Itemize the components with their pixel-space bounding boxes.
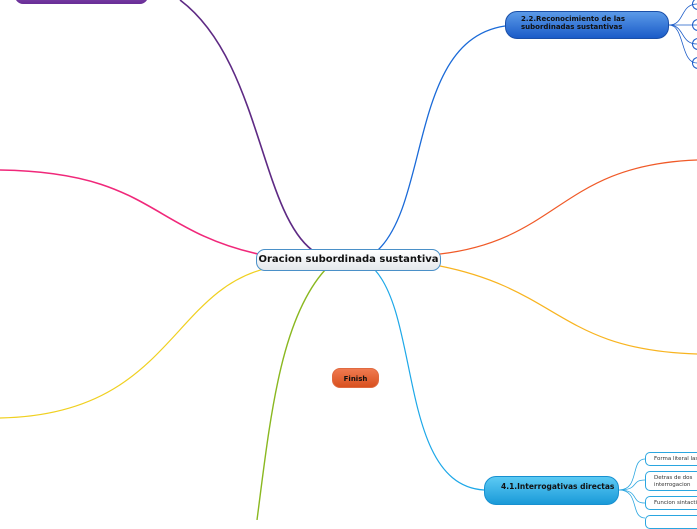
- collapsed-node[interactable]: [692, 38, 697, 50]
- subtopic[interactable]: [645, 515, 697, 529]
- collapsed-node[interactable]: [692, 57, 697, 69]
- link-amber: [439, 265, 697, 355]
- topic-interrogativas[interactable]: 4.1.Interrogativas directas: [484, 476, 619, 505]
- topic-purple[interactable]: [15, 0, 148, 4]
- topic-finish[interactable]: Finish: [332, 368, 379, 388]
- subtopic[interactable]: Funcion sintacti: [645, 496, 697, 510]
- link-green: [256, 269, 326, 520]
- subtopic[interactable]: Forma literal las: [645, 452, 697, 466]
- link-purple: [179, 0, 313, 251]
- topic-reconocimiento[interactable]: 2.2.Reconocimiento de las subordinadas s…: [505, 11, 669, 39]
- central-topic[interactable]: Oracion subordinada sustantiva: [256, 249, 441, 271]
- link-orange: [439, 159, 697, 255]
- link-pink: [0, 169, 259, 255]
- link-blue: [377, 25, 506, 251]
- subtopic[interactable]: Detras de dos interrogacion: [645, 471, 697, 491]
- collapsed-node[interactable]: [692, 19, 697, 31]
- link-yellow: [0, 267, 269, 419]
- link-cyan: [374, 269, 485, 491]
